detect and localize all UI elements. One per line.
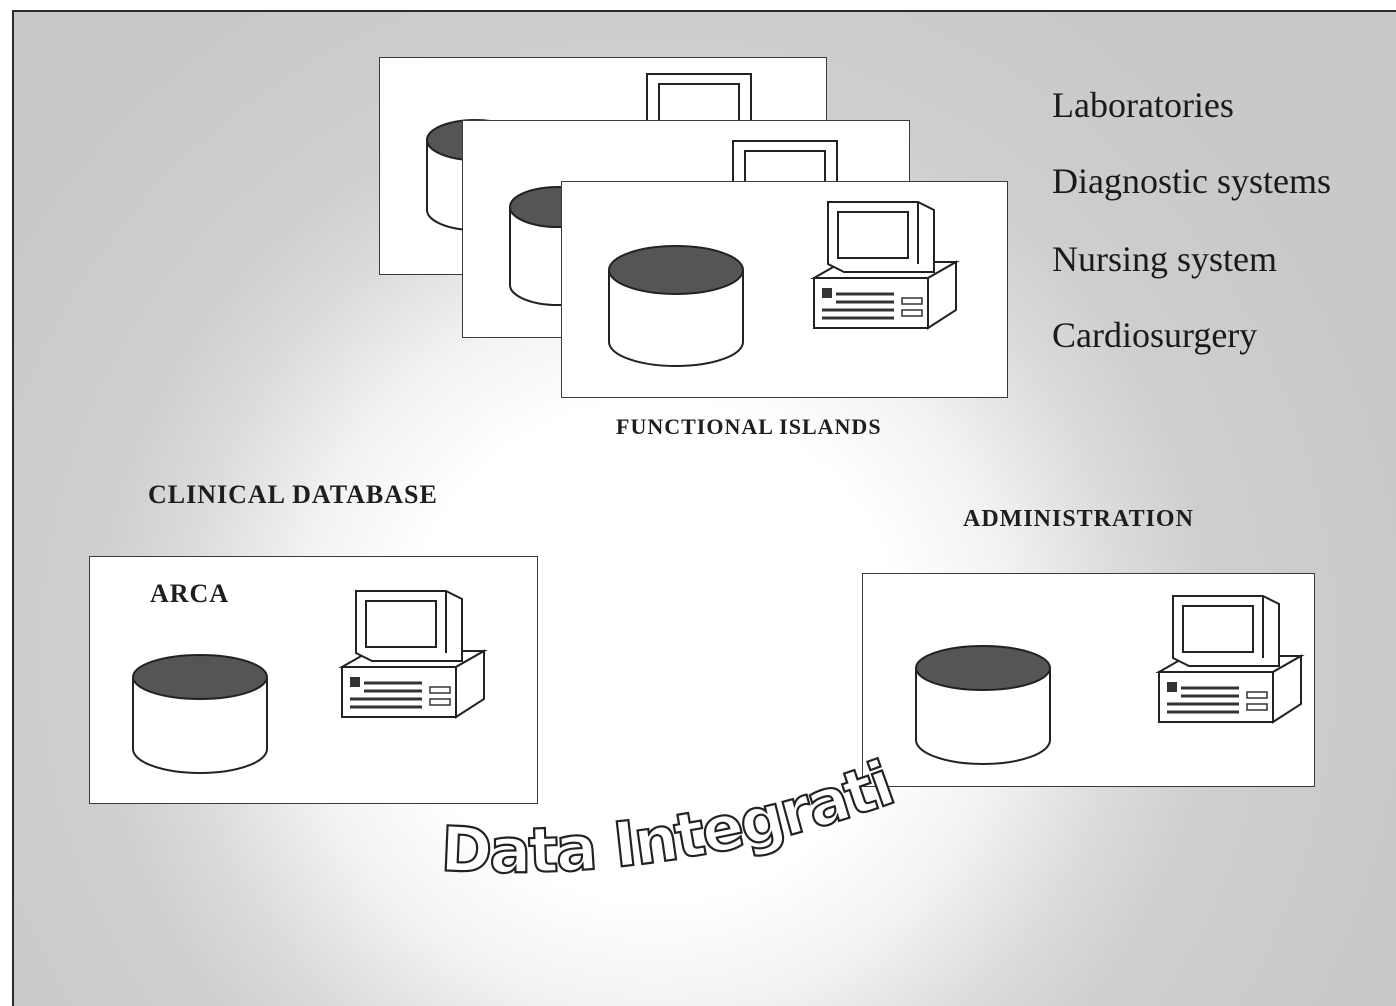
island-item-nursing-system: Nursing system [1052, 239, 1277, 279]
island-item-cardiosurgery: Cardiosurgery [1052, 315, 1258, 355]
functional-islands-caption: FUNCTIONAL ISLANDS [616, 414, 882, 439]
island-item-laboratories: Laboratories [1052, 85, 1234, 125]
administration-panel [862, 573, 1315, 787]
database-icon [132, 654, 268, 774]
computer-icon [810, 201, 960, 330]
island-item-diagnostic-systems: Diagnostic systems [1052, 161, 1331, 201]
data-integration-title: Data Integration [398, 711, 905, 889]
database-icon [915, 645, 1051, 765]
arca-label: ARCA [150, 579, 230, 608]
computer-icon [1155, 595, 1305, 724]
island-panel-front [561, 181, 1008, 398]
computer-icon [338, 590, 488, 719]
database-icon [608, 245, 744, 367]
administration-title: ADMINISTRATION [963, 506, 1194, 532]
clinical-database-panel: ARCA [89, 556, 538, 804]
clinical-database-title: CLINICAL DATABASE [148, 480, 438, 509]
